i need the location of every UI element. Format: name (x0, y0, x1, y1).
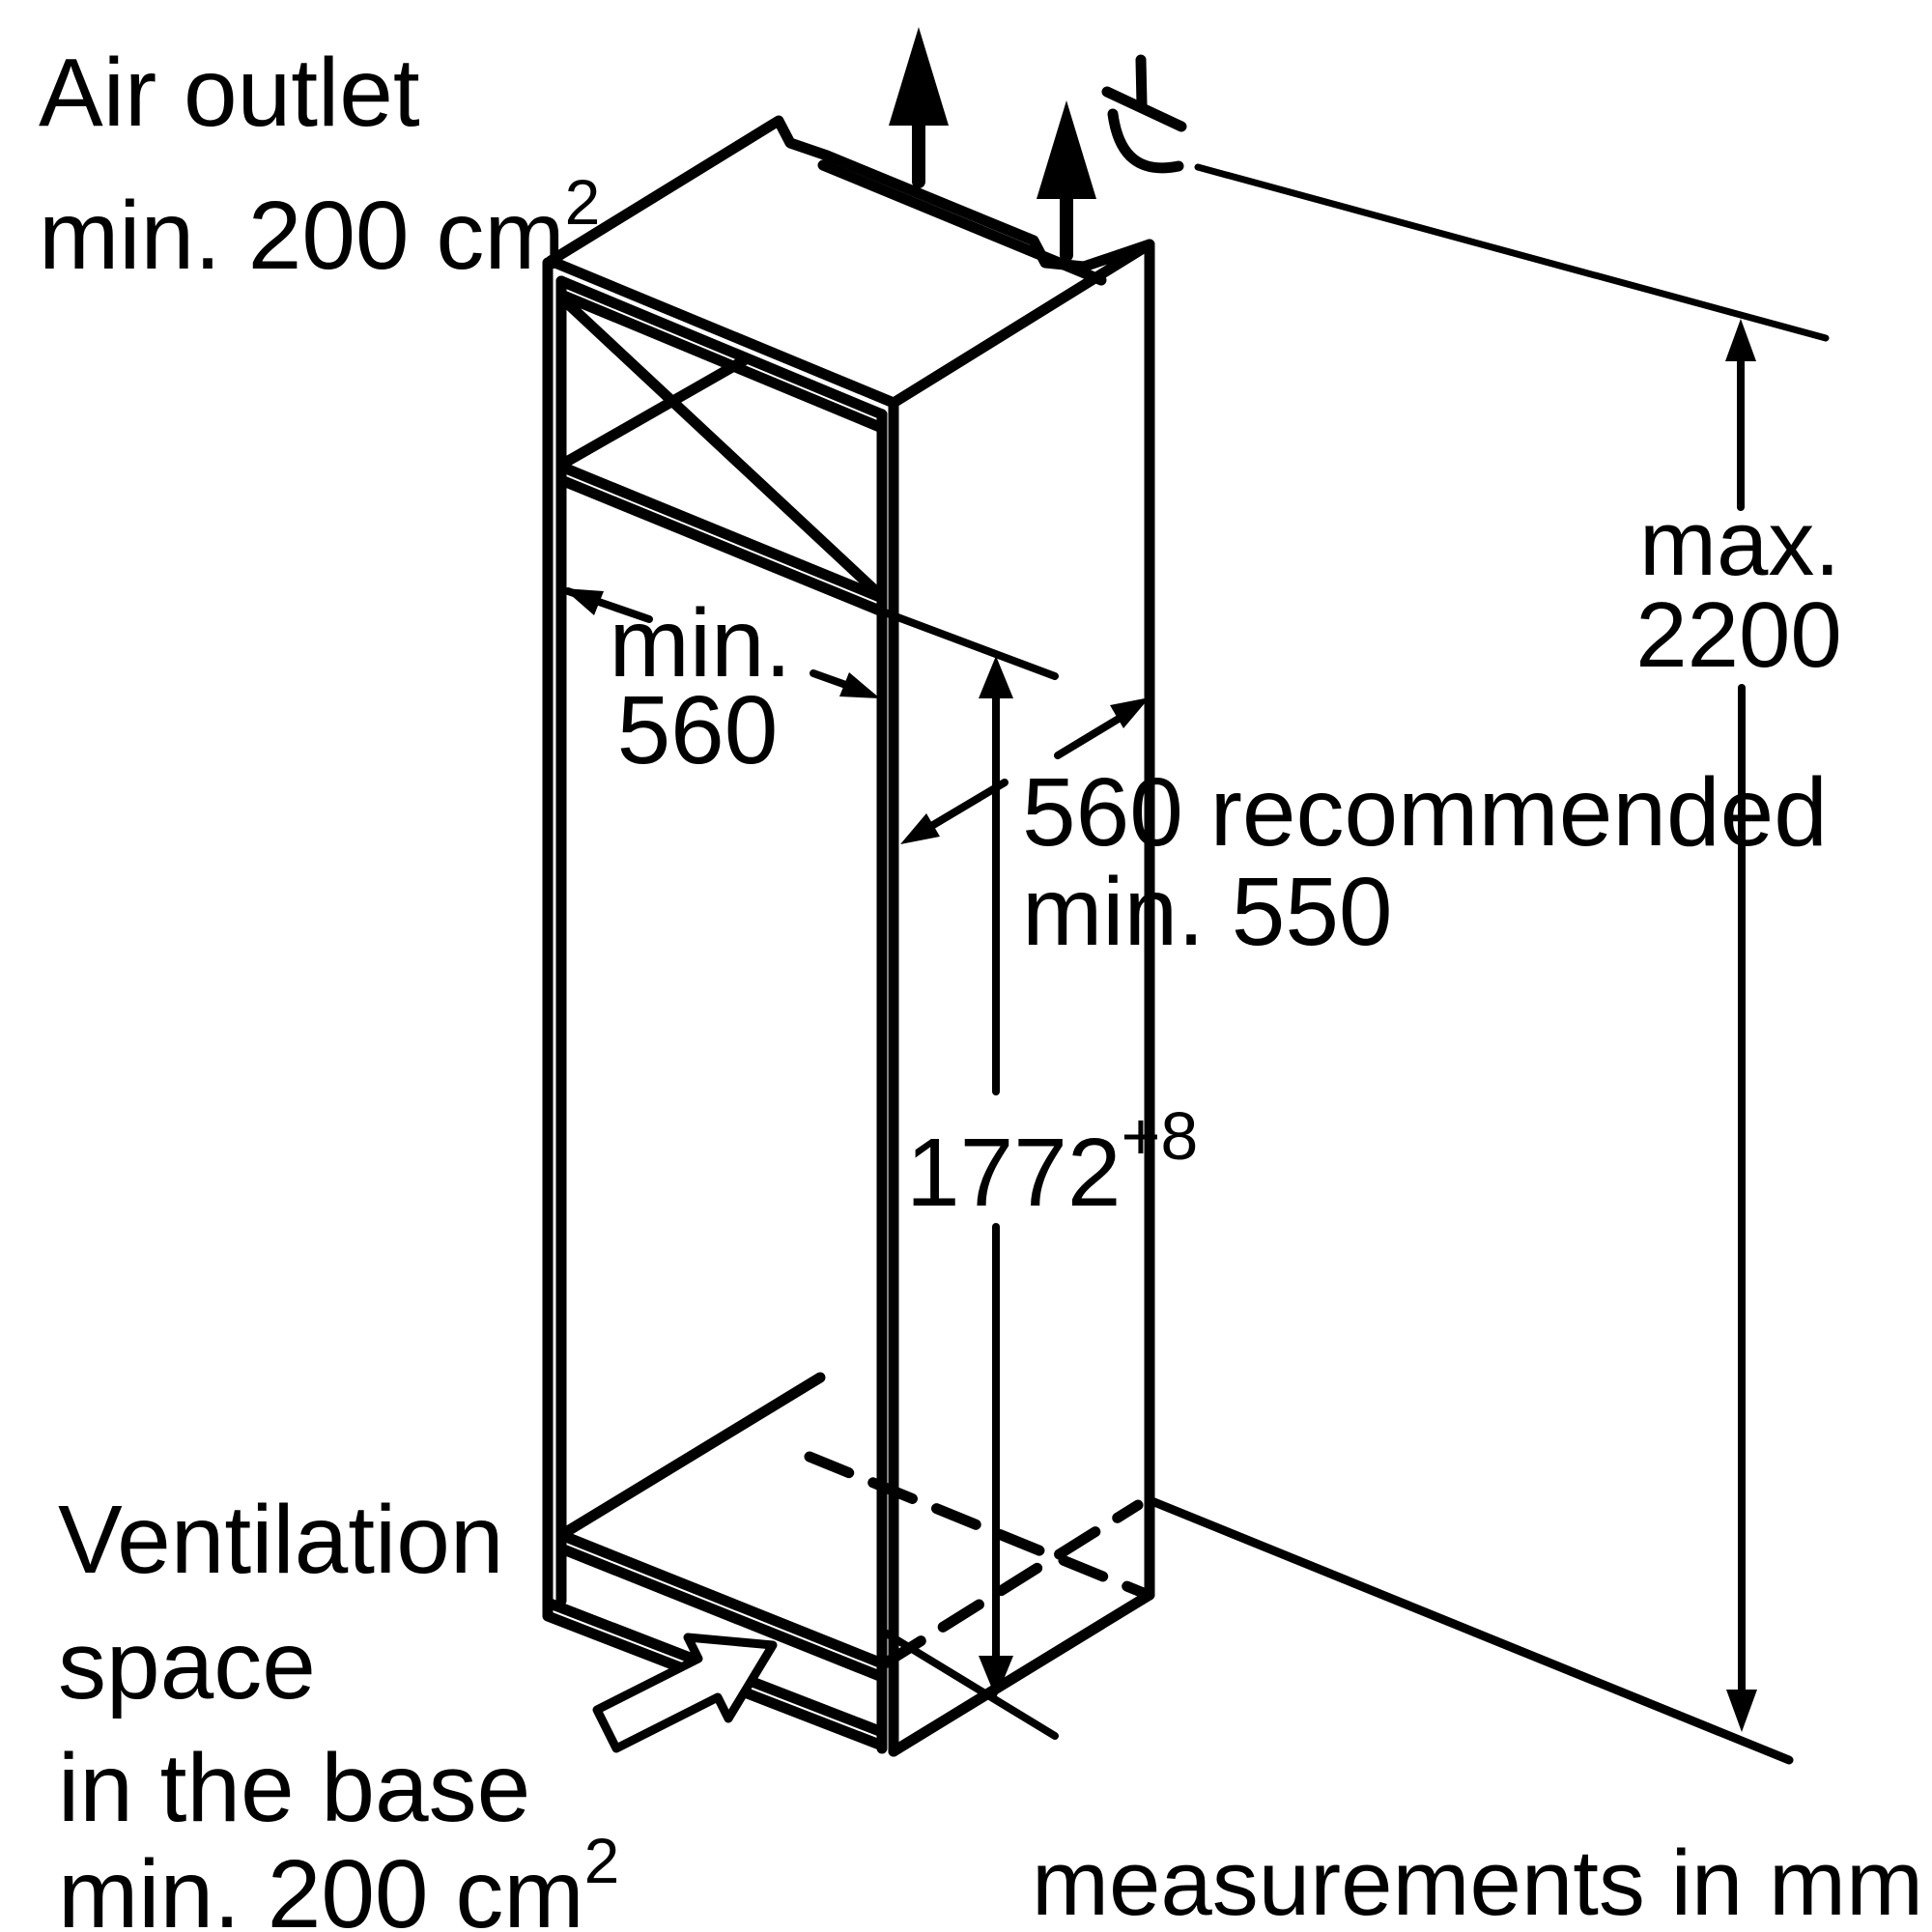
room-height-extension-bottom (1145, 1495, 1794, 1765)
air-outlet-label-line2: min. 200 cm2 (39, 166, 600, 290)
ventilation-label-line4: min. 200 cm2 (58, 1825, 619, 1932)
dim-niche-depth (881, 609, 1150, 844)
vent-cross-diagonal-2 (557, 354, 752, 469)
vent-shelf-top-edge (555, 461, 888, 604)
floor-front-edge-outer (555, 1529, 888, 1669)
right-panel-bottom-edge (888, 1589, 1155, 1757)
hidden-rear-bottom-edge (804, 1451, 1151, 1600)
room-height-label-line1: max. (1639, 492, 1840, 595)
niche-depth-label-line1: 560 recommended (1022, 758, 1828, 867)
ventilation-label-line3: in the base (58, 1734, 530, 1842)
up-arrow-2-head (1037, 100, 1096, 199)
top-face-rear-inner-edge (817, 159, 1107, 286)
dim-niche-height (881, 656, 1059, 1740)
air-flow-up-arrows (889, 27, 1096, 262)
niche-height-label: 1772+8 (906, 1098, 1198, 1227)
vent-cross-diagonal-1 (557, 294, 886, 601)
floor-front-edge-inner (555, 1543, 888, 1683)
opening-top-edge-outer (555, 275, 888, 420)
hidden-floor-right-edge (879, 1499, 1144, 1669)
niche-depth-label-line2: min. 550 (1022, 858, 1393, 966)
dim-niche-width (563, 587, 880, 698)
opening-top-edge-inner (555, 289, 888, 434)
height-extension-bottom (881, 1629, 1059, 1740)
vent-shelf-bottom-edge (555, 474, 888, 617)
mains-connection-icon (1101, 54, 1187, 174)
measurements-note: measurements in mm (1032, 1832, 1923, 1932)
up-arrow-1-head (889, 27, 949, 126)
ventilation-label-line1: Ventilation (58, 1486, 503, 1594)
air-outlet-label-line1: Air outlet (39, 39, 420, 147)
niche-width-label-line1: min. (610, 589, 792, 697)
ventilation-label-line2: space (58, 1611, 316, 1719)
room-height-extension-top (1194, 163, 1830, 342)
air-inflow-block-arrow (592, 1633, 778, 1753)
niche-width-label-line2: 560 (617, 676, 779, 784)
room-height-label-line2: 2200 (1635, 583, 1842, 687)
floor-left-edge (555, 1372, 826, 1541)
depth-extension-top (881, 609, 1059, 680)
diagram-labels: Air outlet min. 200 cm2 min. 560 560 rec… (39, 39, 1923, 1932)
dim-room-height (1145, 163, 1830, 1765)
